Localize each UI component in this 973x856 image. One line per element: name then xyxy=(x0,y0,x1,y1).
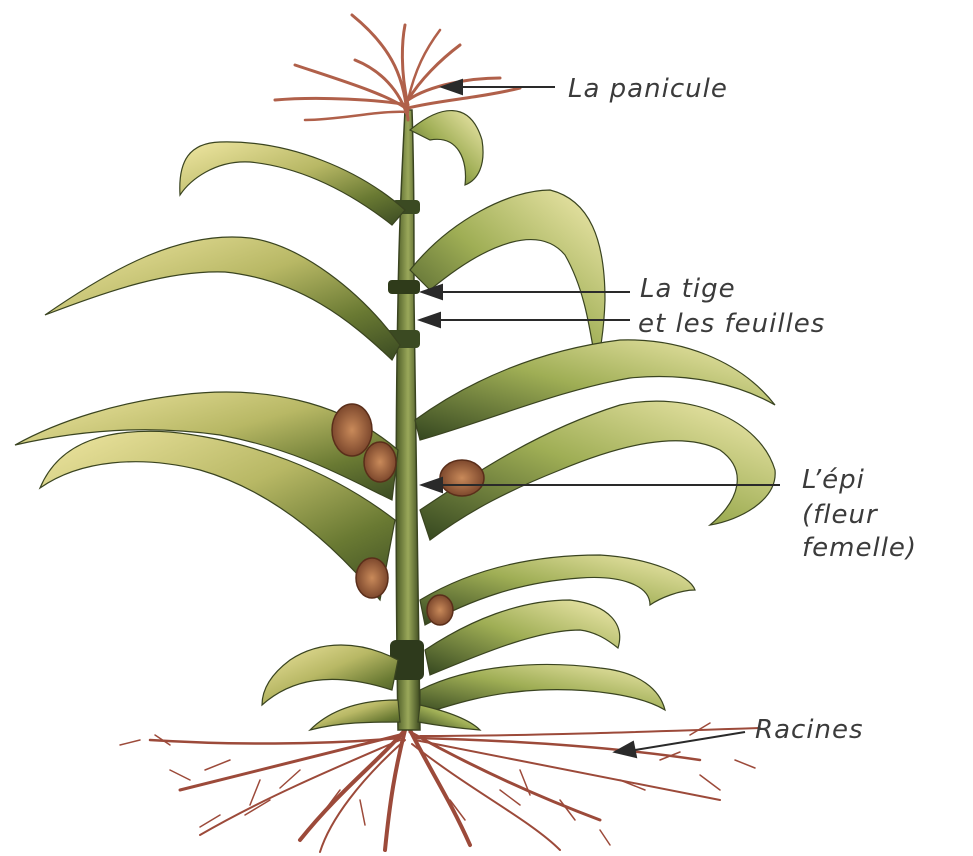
label-epi-line2: (fleur xyxy=(802,500,879,530)
label-epi-line1: L’épi xyxy=(802,465,865,495)
label-tige-line2: et les feuilles xyxy=(638,309,825,339)
label-racines: Racines xyxy=(755,715,864,745)
label-epi-line3: femelle) xyxy=(802,533,917,563)
label-tige-line1: La tige xyxy=(640,274,736,304)
label-panicule: La panicule xyxy=(568,74,728,104)
